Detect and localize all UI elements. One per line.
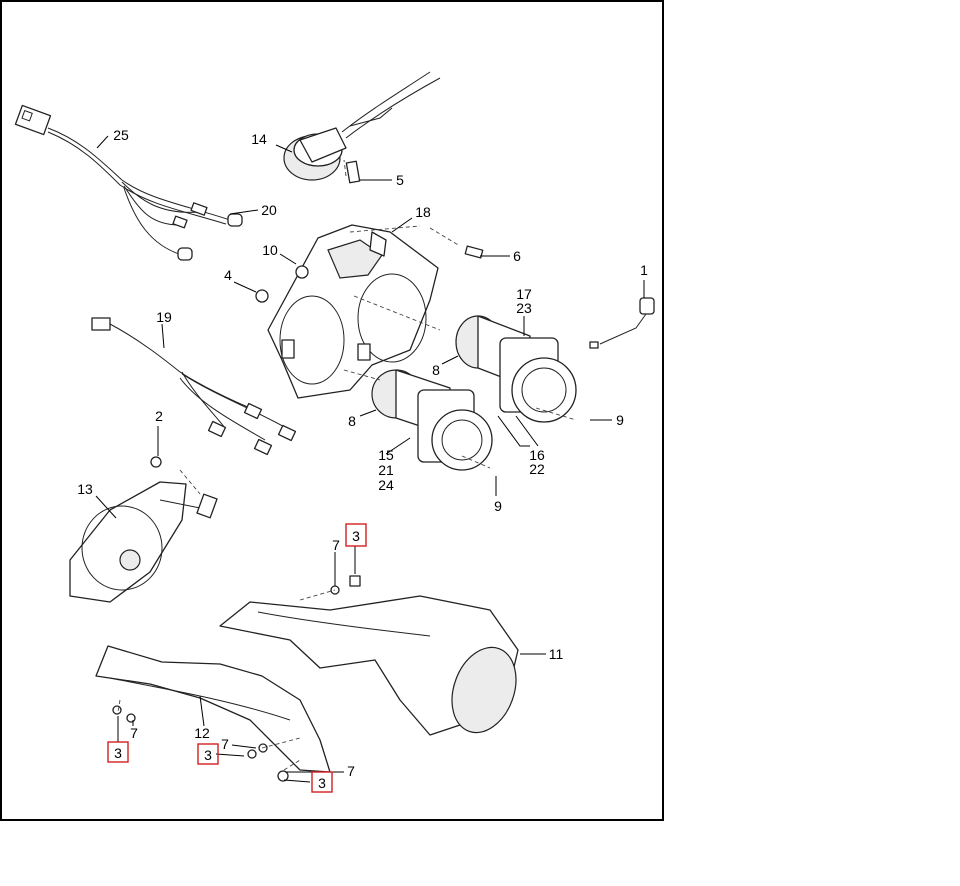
part-14 [283, 71, 441, 184]
callout-15: 15 [378, 447, 394, 463]
duct-11 [219, 575, 519, 736]
callout-3-top: 3 [352, 528, 360, 544]
highlight-box-3c [197, 743, 219, 765]
callout-7-top: 7 [332, 537, 340, 553]
callout-10: 10 [262, 242, 278, 258]
callout-4: 4 [224, 267, 232, 283]
harness-19 [91, 317, 297, 456]
callout-14: 14 [251, 131, 267, 147]
callout-7-bottom: 7 [347, 763, 355, 779]
callout-18: 18 [415, 204, 431, 220]
callout-17: 17 [516, 286, 532, 302]
sensor-1 [589, 297, 655, 349]
callout-13: 13 [77, 481, 93, 497]
callout-5: 5 [396, 172, 404, 188]
headlight-17-23 [455, 315, 577, 423]
callout-3-bottom: 3 [318, 775, 326, 791]
callout-11: 11 [549, 646, 564, 662]
bracket-18 [267, 224, 439, 399]
callout-21: 21 [378, 462, 394, 478]
highlight-box-3b [107, 741, 129, 763]
callout-3-left: 3 [114, 745, 122, 761]
callout-19: 19 [156, 309, 172, 325]
highlight-box-3a [345, 523, 367, 547]
callout-9-bottom: 9 [494, 498, 502, 514]
callout-22: 22 [529, 461, 545, 477]
callout-3-mid: 3 [204, 747, 212, 763]
callout-24: 24 [378, 477, 394, 493]
callout-8-lower: 8 [348, 413, 356, 429]
callout-7-mid: 7 [221, 736, 229, 752]
headlight-15-21-24 [371, 369, 493, 471]
callout-6: 6 [513, 248, 521, 264]
callout-20: 20 [261, 202, 277, 218]
callout-7-left: 7 [130, 725, 138, 741]
fairing-12 [95, 645, 331, 782]
harness-25 [14, 104, 243, 261]
fan-13 [69, 456, 218, 603]
highlight-box-3d [311, 771, 333, 793]
leader-lines [95, 135, 645, 783]
assembly-guides [117, 159, 577, 771]
callout-2: 2 [155, 408, 163, 424]
fasteners-top [255, 245, 484, 303]
callout-1: 1 [640, 262, 648, 278]
callout-9-right: 9 [616, 412, 624, 428]
callout-12: 12 [194, 725, 210, 741]
callout-23: 23 [516, 300, 532, 316]
callout-8-upper: 8 [432, 362, 440, 378]
callout-16: 16 [529, 447, 545, 463]
callout-25: 25 [113, 127, 129, 143]
